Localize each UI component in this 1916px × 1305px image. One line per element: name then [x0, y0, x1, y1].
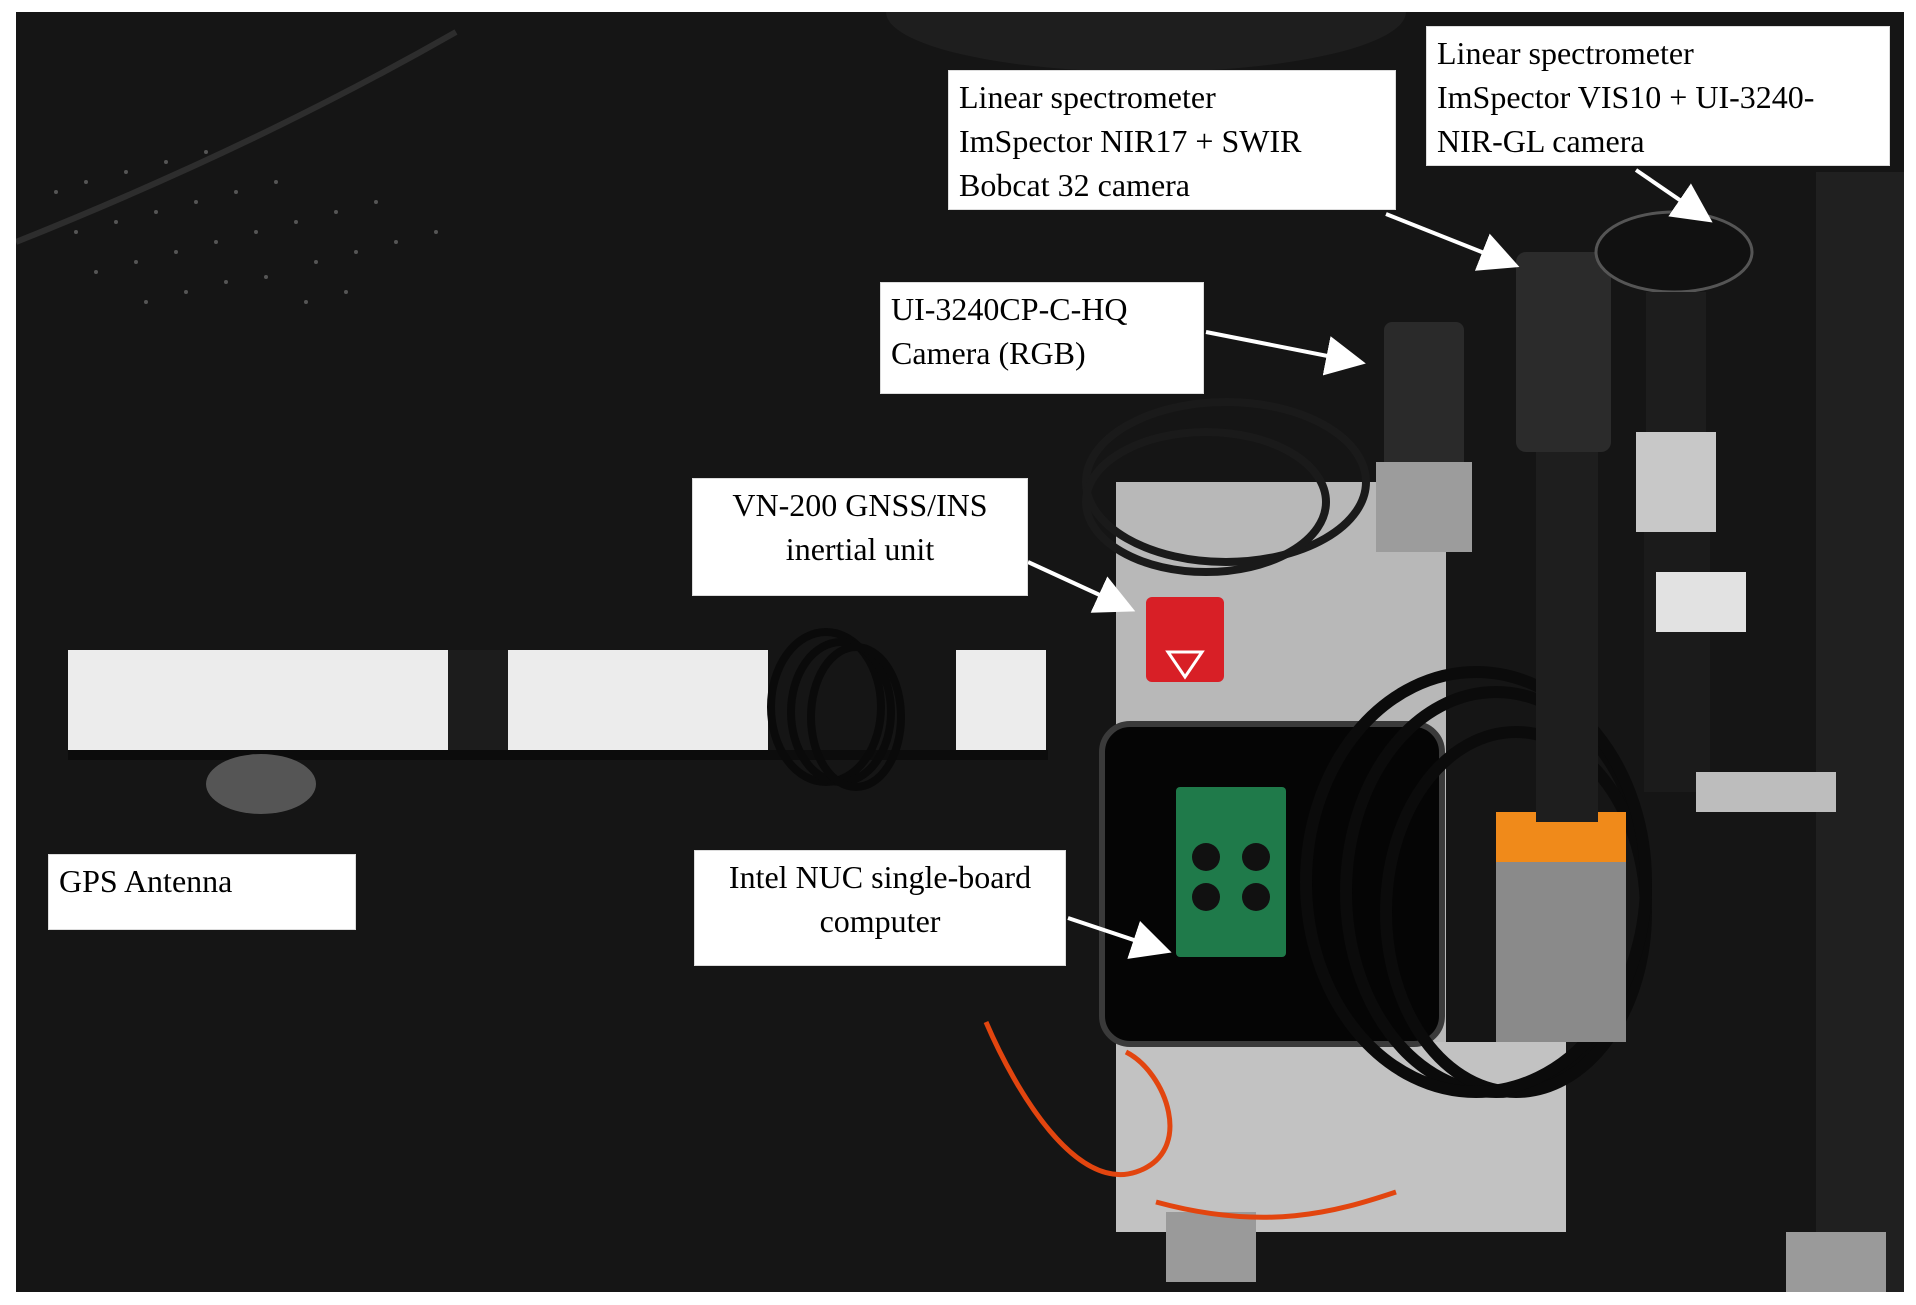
leg-left [1166, 1212, 1256, 1282]
vis10-collar [1636, 432, 1716, 532]
black-cable-coil [1300, 666, 1652, 1098]
round-table-edge [886, 12, 1406, 72]
label-rgb-camera: UI-3240CP-C-HQ Camera (RGB) [880, 282, 1204, 394]
leg-right [1786, 1232, 1886, 1292]
coiled-cable [767, 628, 905, 791]
orange-cable-2 [1155, 1189, 1397, 1220]
cable-top-left [16, 29, 458, 245]
rail-clamp [448, 650, 508, 750]
gps-antenna-puck [206, 754, 316, 814]
sensor-rig-photo [16, 12, 1904, 1292]
label-gps-antenna: GPS Antenna [48, 854, 356, 930]
label-vis10-spectrometer: Linear spectrometer ImSpector VIS10 + UI… [1426, 26, 1890, 166]
nuc-board [1176, 787, 1286, 957]
inertial-unit-logo [1165, 650, 1205, 680]
right-panel [1816, 172, 1904, 1292]
vis10-tube [1644, 532, 1710, 792]
nir17-lens [1516, 252, 1611, 452]
label-nir17-spectrometer: Linear spectrometer ImSpector NIR17 + SW… [948, 70, 1396, 210]
rail-segment-left [68, 650, 448, 750]
rgb-camera-body [1376, 462, 1472, 552]
rgb-camera-lens [1384, 322, 1464, 472]
dotted-pattern [54, 140, 438, 304]
inertial-unit [1146, 597, 1224, 682]
rig-illustration [16, 12, 1904, 1292]
vis10-clamp [1656, 572, 1746, 632]
rail-segment-middle [508, 650, 768, 750]
rail-shadow [68, 750, 1048, 760]
cable-loop-top [1082, 398, 1370, 576]
label-vn200-inertial-unit: VN-200 GNSS/INS inertial unit [692, 478, 1028, 596]
label-intel-nuc: Intel NUC single-board computer [694, 850, 1066, 966]
orange-cable [983, 1021, 1173, 1177]
vis10-ring [1696, 772, 1836, 812]
vis10-lens [1594, 210, 1754, 294]
lower-plate [1116, 1042, 1566, 1232]
vis10-fore-optics [1646, 292, 1706, 432]
rail-segment-right [956, 650, 1046, 750]
nir17-tube [1536, 452, 1598, 822]
